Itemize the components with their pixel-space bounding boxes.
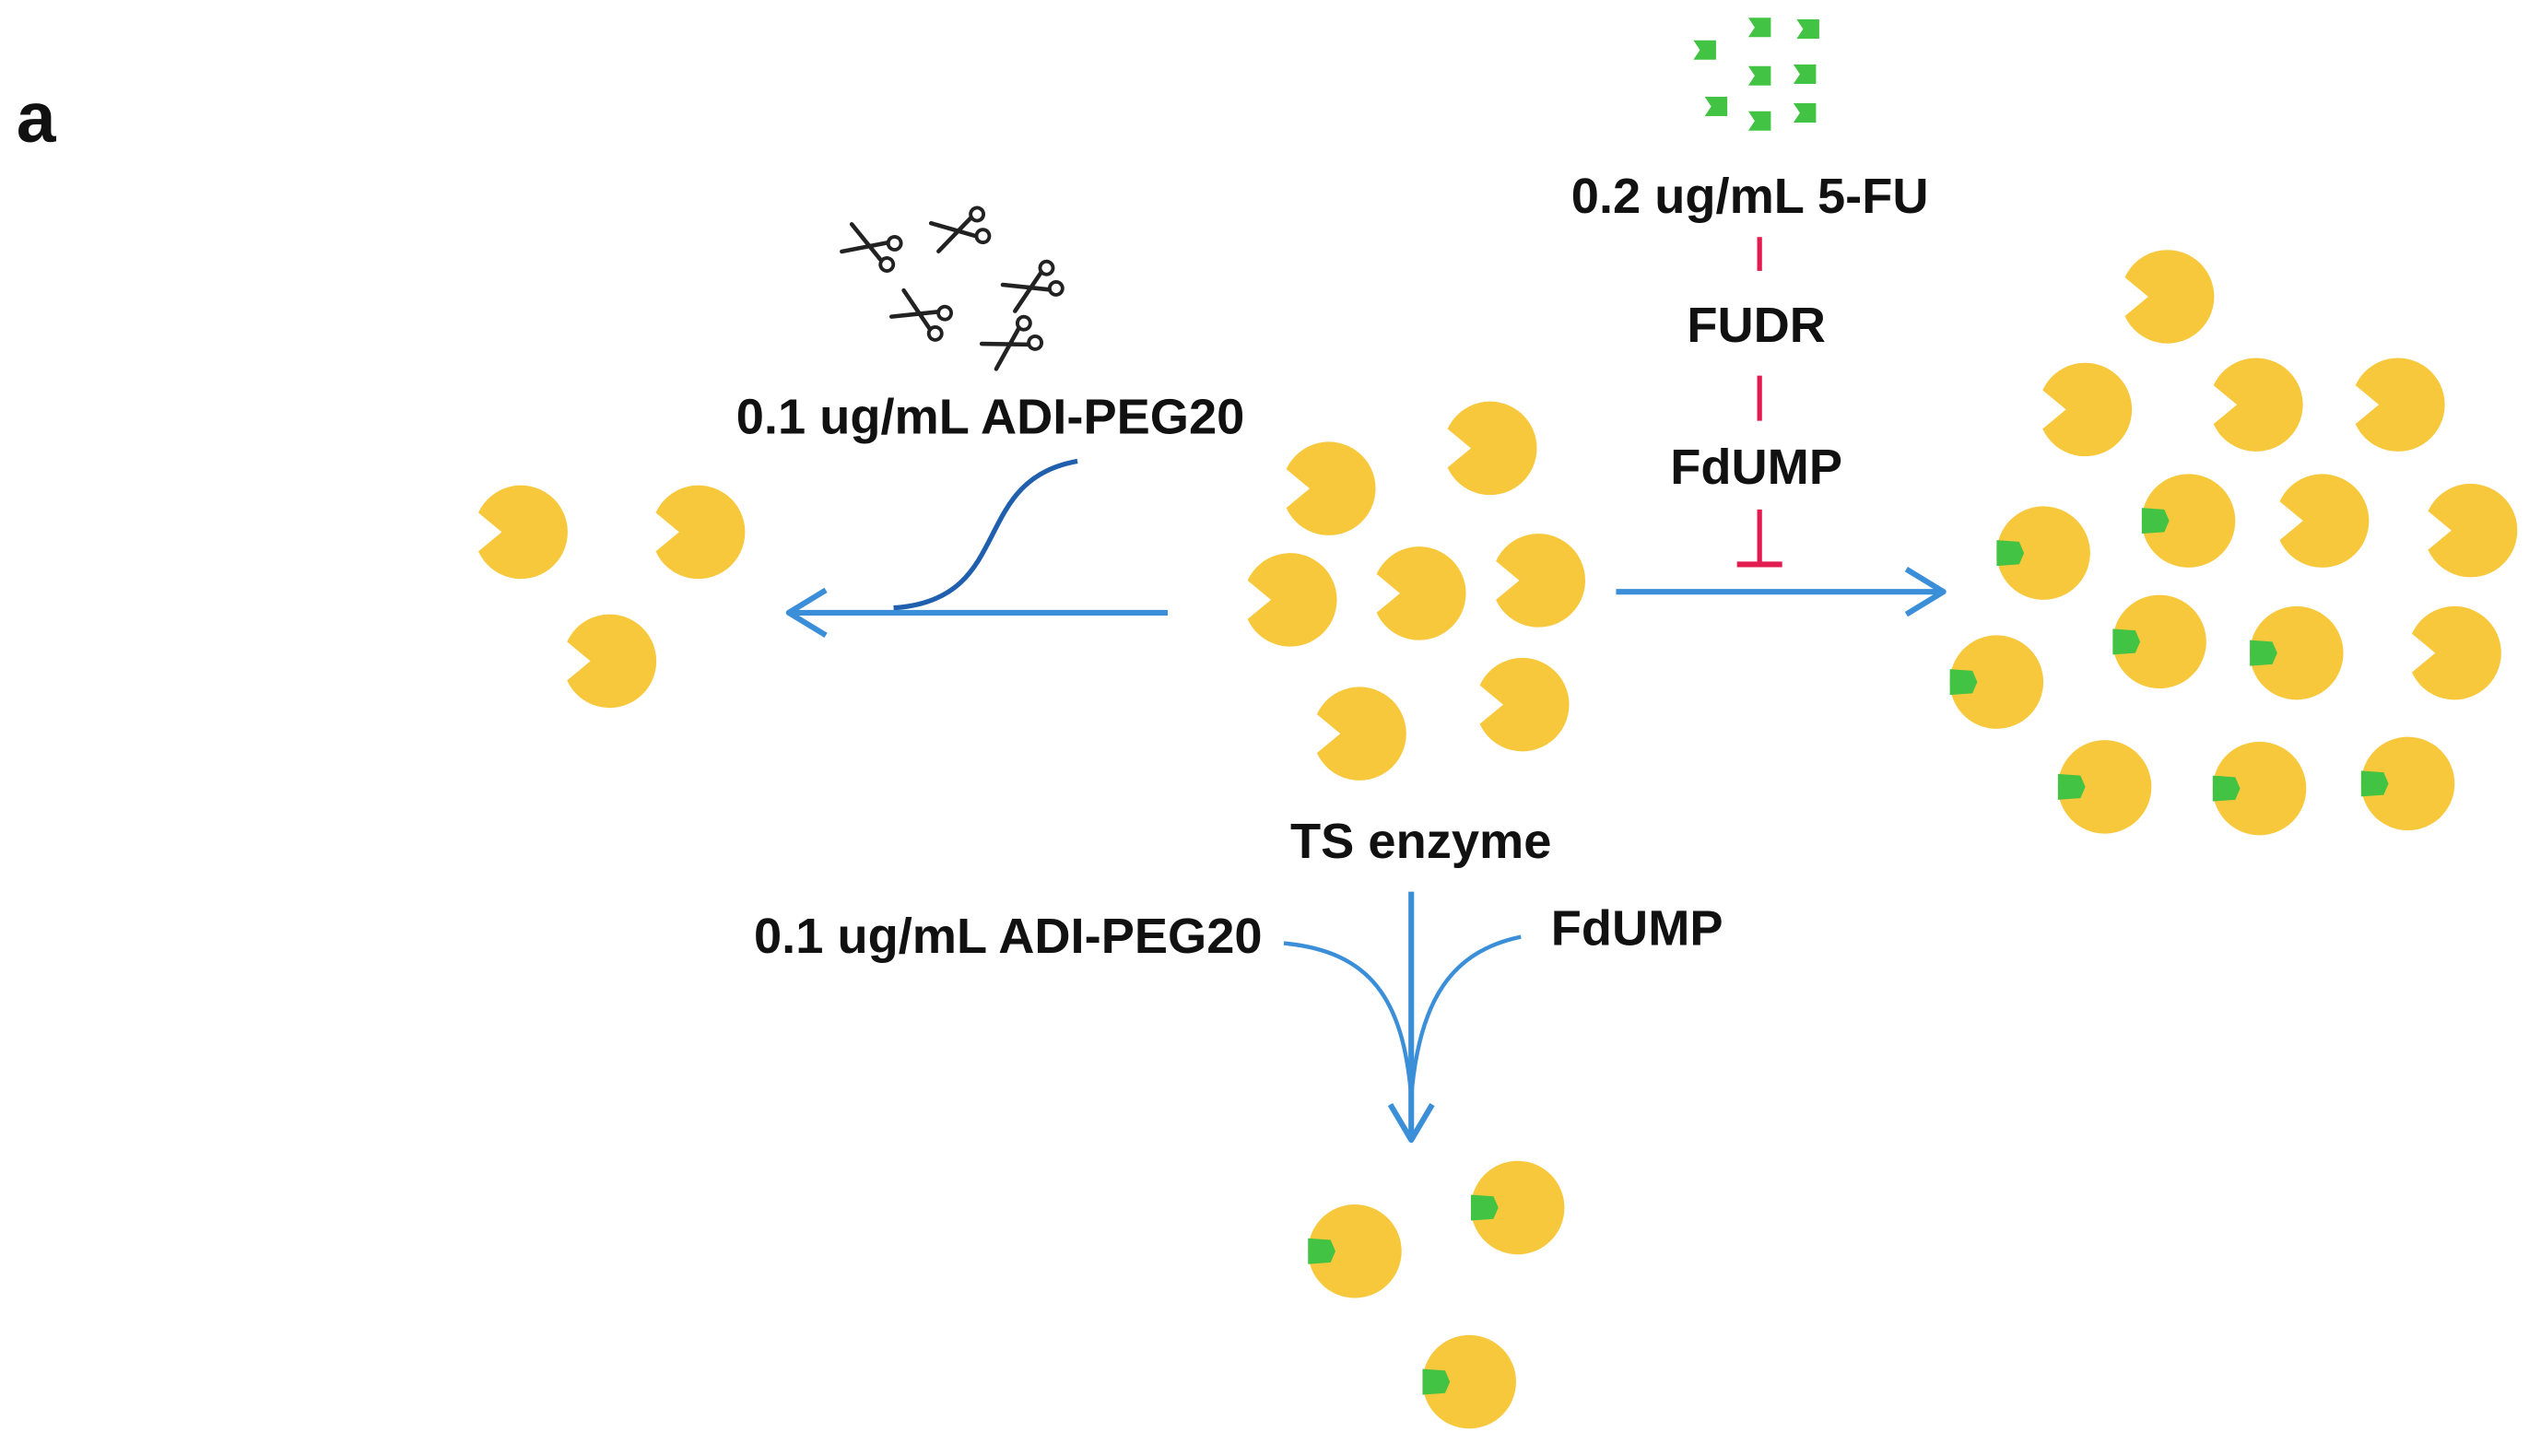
- label-fudr: FUDR: [1687, 298, 1826, 353]
- ts-enzyme-bound-icon: [2360, 736, 2455, 831]
- ts-enzyme-pacman-icon: [2279, 474, 2370, 568]
- green-drug-fragment-icon: [1747, 65, 1771, 86]
- right-enzyme-cluster: [1949, 250, 2518, 836]
- ts-enzyme-bound-icon: [2212, 741, 2307, 836]
- ts-enzyme-pacman-icon: [1376, 546, 1466, 640]
- label-fdump-top: FdUMP: [1670, 440, 1842, 495]
- panel-label: a: [17, 78, 57, 158]
- right-arrow: [1616, 567, 1947, 617]
- left-enzyme-cluster: [478, 485, 746, 709]
- ts-enzyme-pacman-icon: [2213, 358, 2303, 452]
- ts-enzyme-bound-icon: [2141, 474, 2236, 568]
- ts-enzyme-bound-icon: [1470, 1160, 1565, 1255]
- green-drug-fragment-icon: [1793, 64, 1817, 84]
- ts-enzyme-pacman-icon: [2411, 605, 2501, 700]
- bottom-converging-arrow: [1283, 891, 1522, 1144]
- ts-enzyme-bound-icon: [2057, 740, 2152, 834]
- ts-enzyme-bound-icon: [1308, 1204, 1402, 1298]
- ts-enzyme-bound-icon: [1949, 635, 2044, 729]
- ts-enzyme-pacman-icon: [567, 614, 657, 709]
- scissors-group: [841, 206, 1065, 371]
- ts-enzyme-pacman-icon: [1286, 441, 1376, 535]
- scissors-icon: [1002, 259, 1065, 313]
- green-drug-fragment-icon: [1704, 96, 1728, 116]
- green-drug-fragment-icon: [1747, 111, 1771, 131]
- ts-enzyme-pacman-icon: [2428, 483, 2518, 578]
- ts-enzyme-pacman-icon: [2124, 250, 2215, 344]
- label-adi-bottom: 0.1 ug/mL ADI-PEG20: [754, 909, 1263, 964]
- ts-enzyme-bound-icon: [2250, 605, 2344, 700]
- label-fu-dose: 0.2 ug/mL 5-FU: [1571, 169, 1929, 224]
- ts-enzyme-pacman-icon: [1247, 553, 1337, 647]
- scissors-icon: [841, 221, 902, 273]
- label-adi-top: 0.1 ug/mL ADI-PEG20: [736, 390, 1245, 445]
- ts-enzyme-pacman-icon: [2042, 362, 2133, 457]
- bottom-enzyme-cluster: [1308, 1160, 1565, 1429]
- scissors-icon: [890, 288, 954, 342]
- ts-enzyme-bound-icon: [1996, 506, 2090, 600]
- label-fdump-bottom: FdUMP: [1551, 900, 1723, 956]
- center-enzyme-cluster: [1247, 401, 1586, 781]
- ts-enzyme-pacman-icon: [1479, 657, 1570, 752]
- left-arrow: [785, 587, 1169, 639]
- ts-enzyme-pacman-icon: [2355, 358, 2445, 452]
- green-drug-fragment-icon: [1793, 102, 1817, 123]
- ts-enzyme-pacman-icon: [1316, 687, 1406, 781]
- adi-effect-connector: [893, 458, 1078, 611]
- scissors-icon: [930, 206, 991, 254]
- ts-enzyme-pacman-icon: [655, 485, 746, 580]
- fu-fragment-group: [1693, 18, 1819, 131]
- ts-enzyme-bound-icon: [2112, 594, 2206, 689]
- ts-enzyme-pacman-icon: [1447, 401, 1537, 496]
- ts-enzyme-pacman-icon: [1496, 534, 1586, 628]
- ts-enzyme-pacman-icon: [478, 485, 568, 580]
- scissors-icon: [980, 314, 1043, 371]
- green-drug-fragment-icon: [1796, 18, 1819, 39]
- inhibition-bar: [1736, 509, 1782, 568]
- label-ts-enzyme: TS enzyme: [1290, 814, 1551, 869]
- green-drug-fragment-icon: [1747, 18, 1771, 38]
- ts-enzyme-bound-icon: [1422, 1334, 1516, 1429]
- green-drug-fragment-icon: [1693, 40, 1716, 60]
